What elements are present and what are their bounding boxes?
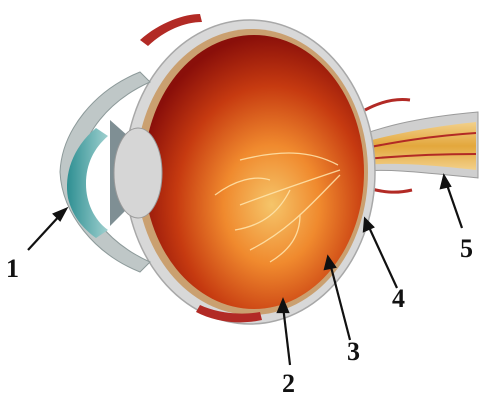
lens xyxy=(114,128,162,218)
callout-3: 3 xyxy=(347,337,360,366)
callout-2: 2 xyxy=(282,369,295,398)
callout-4: 4 xyxy=(392,284,405,313)
callout-1: 1 xyxy=(6,254,19,283)
callout-5: 5 xyxy=(460,234,473,263)
